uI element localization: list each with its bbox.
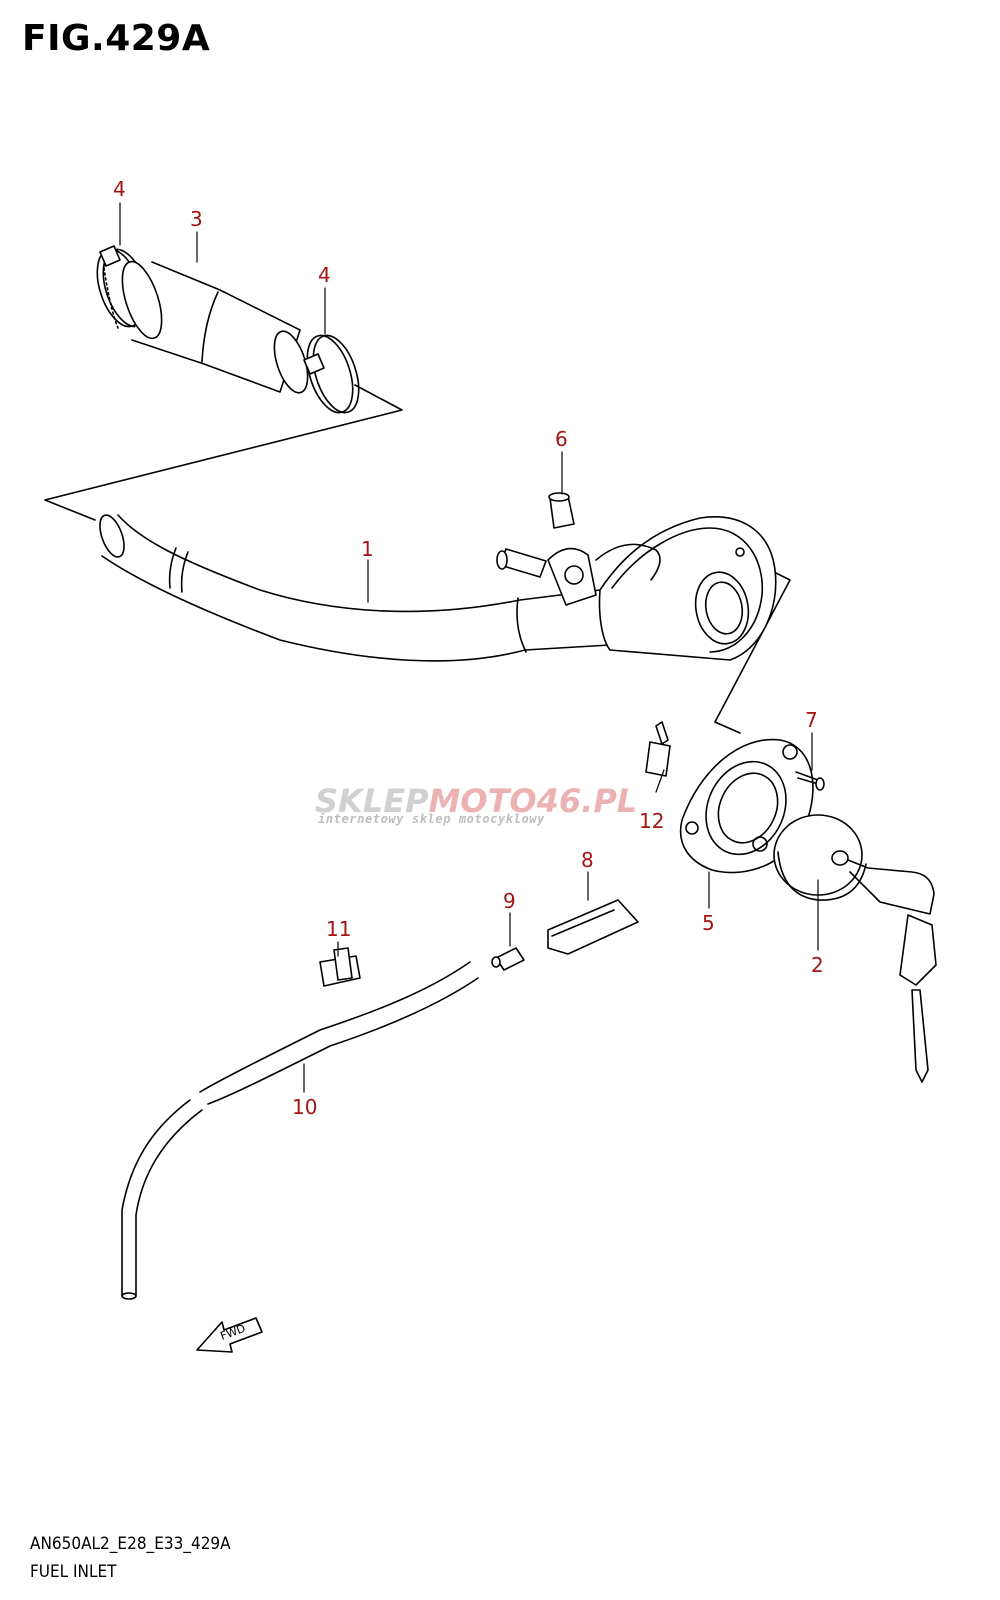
hose-part-3 — [121, 260, 309, 394]
watermark-tagline: internetowy sklep motocyklowy — [318, 812, 545, 826]
callout-9: 9 — [503, 889, 516, 913]
callout-4-right: 4 — [318, 263, 331, 287]
callout-7: 7 — [805, 708, 818, 732]
clip-part-12 — [645, 721, 671, 777]
callout-12: 12 — [639, 809, 664, 833]
watermark-brand-b: MOTO46.PL — [428, 782, 638, 820]
watermark-brand-a: SKLEP — [315, 782, 429, 820]
drain-hose-part-10 — [121, 961, 479, 1300]
callout-2: 2 — [811, 953, 824, 977]
drain-part-8 — [547, 899, 639, 955]
callout-11: 11 — [326, 917, 351, 941]
callout-10: 10 — [292, 1095, 317, 1119]
assembly-line-hose — [44, 384, 403, 521]
hose-clamp-right — [303, 334, 360, 414]
bolt-part-7 — [795, 771, 825, 791]
fwd-direction-arrow: FWD — [196, 1317, 263, 1353]
callout-4-left: 4 — [113, 177, 126, 201]
filler-neck-part-1 — [99, 514, 777, 662]
callout-6: 6 — [555, 427, 568, 451]
callout-8: 8 — [581, 848, 594, 872]
callout-3: 3 — [190, 207, 203, 231]
grommet-part-6 — [548, 492, 575, 529]
watermark-brand: SKLEPMOTO46.PL — [315, 782, 637, 820]
clip-part-11 — [319, 947, 361, 987]
callout-1: 1 — [361, 537, 374, 561]
fuel-cap-part-2 — [773, 814, 937, 1083]
callout-5: 5 — [702, 911, 715, 935]
joint-part-9 — [491, 947, 525, 971]
footer-model-code: AN650AL2_E28_E33_429A — [30, 1534, 231, 1554]
figure-title: FIG.429A — [22, 18, 211, 59]
footer-section: FUEL INLET — [30, 1562, 117, 1582]
